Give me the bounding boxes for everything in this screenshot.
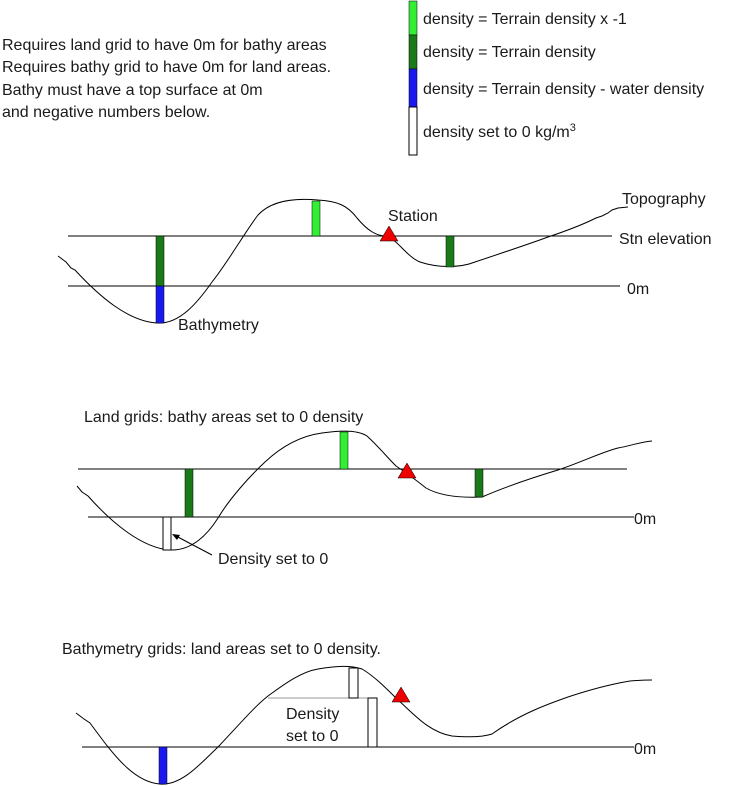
terrain-profile: [76, 430, 653, 551]
panel-bathymetry-grids: Bathymetry grids: land areas set to 0 de…: [62, 641, 656, 785]
zero-density-column-upper: [348, 667, 359, 699]
legend-label-zero-density: density set to 0 kg/m3: [423, 122, 576, 141]
terrain-profile: [57, 198, 629, 324]
terrain-profile: [75, 665, 653, 785]
bathymetry-label: Bathymetry: [178, 317, 259, 334]
topography-label: Topography: [622, 191, 706, 208]
station-elevation-label: Stn elevation: [619, 231, 712, 248]
station-marker-icon: [391, 686, 411, 703]
station-marker-icon: [397, 462, 417, 479]
legend-label-zero-density-superscript: 3: [570, 122, 576, 134]
density-pointer-arrow: [173, 534, 213, 556]
bathymetry-grids-title: Bathymetry grids: land areas set to 0 de…: [62, 641, 381, 658]
panel-terrain-overview: Station Topography Stn elevation 0m Bath…: [57, 191, 712, 334]
legend-swatch-water-corrected-density: [408, 68, 418, 108]
terrain-density-column: [184, 468, 194, 518]
note-line-4: and negative numbers below.: [2, 104, 210, 121]
negative-density-column: [311, 200, 321, 237]
valley-density-column: [445, 235, 455, 268]
zero-meter-label: 0m: [634, 511, 656, 528]
legend-swatch-terrain-density: [408, 34, 418, 70]
zero-meter-label: 0m: [627, 281, 649, 298]
legend: density = Terrain density x -1 density =…: [408, 0, 704, 156]
note-line-1: Requires land grid to have 0m for bathy …: [2, 37, 327, 54]
legend-label-terrain-density: density = Terrain density: [423, 44, 596, 61]
terrain-density-column: [155, 235, 165, 287]
bathymetry-density-column: [158, 746, 168, 785]
legend-label-negative-density: density = Terrain density x -1: [423, 11, 627, 28]
zero-density-column: [162, 516, 172, 551]
density-zero-label-line-2: set to 0: [286, 728, 339, 745]
zero-meter-label: 0m: [634, 741, 656, 758]
note-line-2: Requires bathy grid to have 0m for land …: [2, 59, 331, 76]
requirements-notes: Requires land grid to have 0m for bathy …: [2, 37, 331, 121]
arrowhead-icon: [172, 534, 180, 540]
station-label: Station: [388, 208, 438, 225]
legend-swatch-zero-density: [408, 106, 418, 156]
negative-density-column: [339, 431, 349, 470]
density-zero-label-line-1: Density: [286, 706, 339, 723]
zero-density-column-lower: [367, 697, 378, 748]
note-line-3: Bathy must have a top surface at 0m: [2, 82, 263, 99]
legend-label-water-corrected-density: density = Terrain density - water densit…: [423, 81, 704, 98]
density-zero-label: Density set to 0: [218, 551, 328, 568]
bathymetry-density-column: [155, 285, 165, 324]
station-marker-icon: [379, 225, 399, 242]
legend-label-zero-density-text: density set to 0 kg/m: [423, 124, 570, 141]
panel-land-grids: Land grids: bathy areas set to 0 density…: [76, 409, 656, 568]
legend-swatch-negative-density: [408, 0, 418, 36]
land-grids-title: Land grids: bathy areas set to 0 density: [84, 409, 363, 426]
valley-density-column: [474, 468, 484, 498]
